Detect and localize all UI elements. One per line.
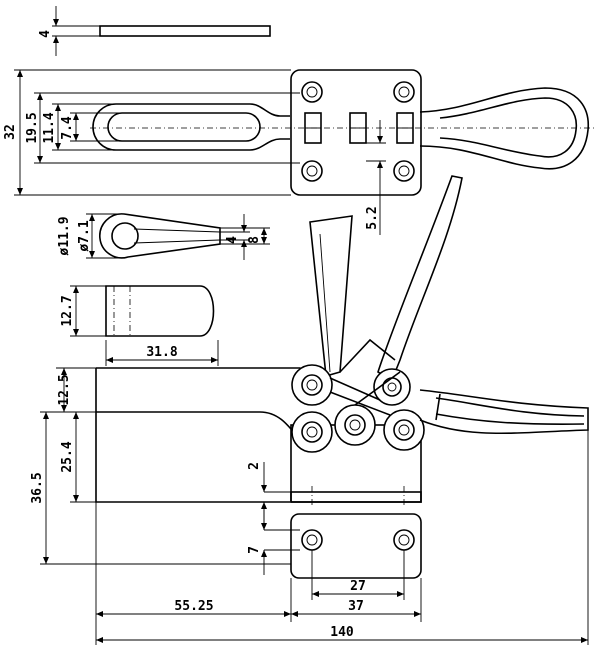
dim-height-25-4: 25.4 bbox=[60, 441, 75, 472]
top-view: 32 19.5 11.4 7.4 5.2 bbox=[3, 69, 596, 235]
dim-height-32: 32 bbox=[3, 124, 18, 140]
dim-overall-140: 140 bbox=[330, 625, 354, 640]
dim-bar-31-8: 31.8 bbox=[146, 345, 177, 360]
dim-dia-7-1: ø7.1 bbox=[77, 220, 92, 251]
dim-height-36-5: 36.5 bbox=[30, 472, 45, 503]
dim-slot-8: 8 bbox=[247, 236, 262, 244]
dim-offset-55-25: 55.25 bbox=[174, 599, 213, 614]
dim-bar-12-7: 12.7 bbox=[60, 295, 75, 326]
dim-height-12-5: 12.5 bbox=[57, 374, 72, 405]
dim-dia-11-9: ø11.9 bbox=[57, 216, 72, 255]
dim-height-19-5: 19.5 bbox=[25, 112, 40, 143]
dim-slot-4: 4 bbox=[225, 236, 240, 244]
thickness-strip: 4 bbox=[38, 6, 271, 56]
dim-thickness-4: 4 bbox=[38, 30, 53, 38]
side-view bbox=[95, 175, 589, 579]
dim-hole-7: 7 bbox=[247, 546, 262, 554]
dim-height-11-4: 11.4 bbox=[42, 112, 57, 143]
dim-hole-span-27: 27 bbox=[350, 579, 366, 594]
bar-detail: 12.7 31.8 bbox=[60, 285, 219, 366]
dim-base-37: 37 bbox=[348, 599, 364, 614]
dim-height-7-4: 7.4 bbox=[60, 116, 75, 140]
dim-gap-5-2: 5.2 bbox=[365, 206, 380, 229]
side-view-dimensions: 12.5 25.4 36.5 2 7 27 37 55.25 bbox=[30, 367, 589, 645]
arm-end-detail: ø11.9 ø7.1 4 8 bbox=[57, 213, 270, 260]
dim-gap-2: 2 bbox=[247, 462, 262, 470]
